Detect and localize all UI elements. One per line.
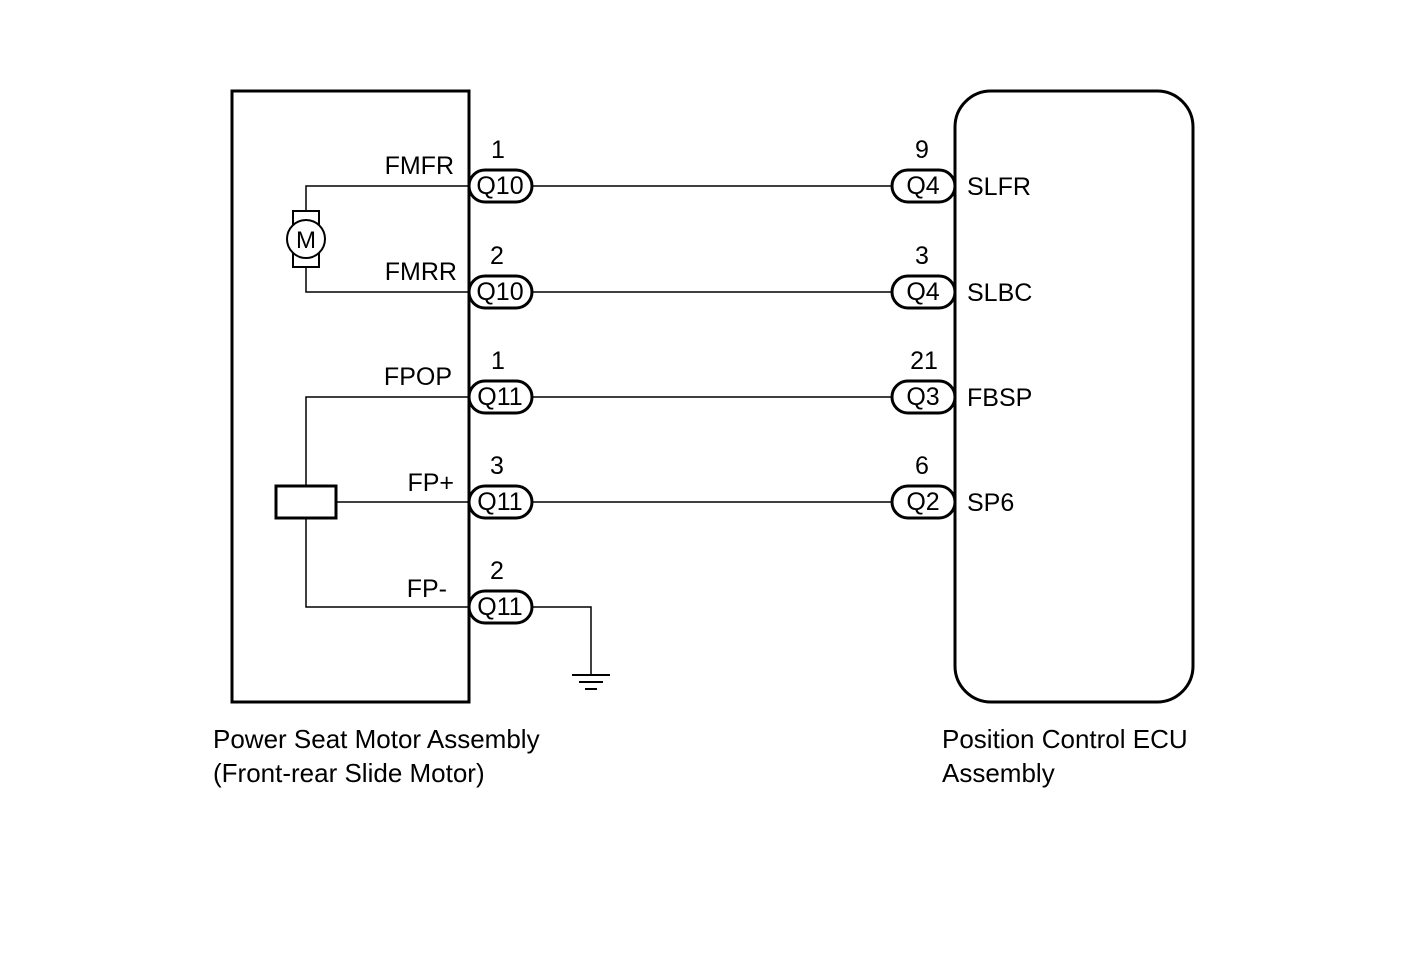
right-terminal-label: SLFR — [967, 173, 1031, 201]
left-connector-label: Q10 — [476, 278, 523, 306]
right-connector — [890, 168, 957, 204]
right-terminal-label: SP6 — [967, 489, 1014, 517]
right-connector — [890, 379, 957, 415]
left-connector-label: Q11 — [477, 593, 522, 621]
left-terminal-label: FMRR — [385, 258, 457, 286]
left-connector — [467, 379, 534, 415]
ground-icon — [532, 606, 610, 690]
left-connector — [467, 589, 534, 625]
position-sensor-icon — [274, 396, 469, 608]
left-pin-number: 2 — [490, 557, 504, 585]
left-connector — [467, 274, 534, 310]
right-component-caption-line2: Assembly — [942, 758, 1055, 788]
left-pin-number: 2 — [490, 242, 504, 270]
left-connector-label: Q10 — [476, 172, 523, 200]
right-connector — [890, 274, 957, 310]
left-connector-label: Q11 — [477, 383, 522, 411]
harness-wires — [532, 185, 892, 503]
wire-row-ground: FP- 2 Q11 — [407, 557, 534, 625]
right-terminal-label: FBSP — [967, 384, 1032, 412]
right-pin-number: 9 — [915, 136, 929, 164]
right-terminal-label: SLBC — [967, 279, 1032, 307]
left-terminal-label: FP+ — [407, 469, 454, 497]
motor-letter: M — [296, 227, 316, 254]
left-pin-number: 1 — [491, 136, 505, 164]
left-pin-number: 3 — [490, 452, 504, 480]
left-component-caption-line1: Power Seat Motor Assembly — [213, 724, 540, 754]
wire-row-4: FP+ 3 Q11 6 Q2 SP6 — [407, 452, 1014, 520]
right-connector-label: Q2 — [906, 488, 939, 516]
right-component-caption-line1: Position Control ECU — [942, 724, 1188, 754]
right-connector-label: Q4 — [906, 172, 939, 200]
right-pin-number: 21 — [910, 347, 938, 375]
right-connector-label: Q4 — [906, 278, 939, 306]
wire-row-1: FMFR 1 Q10 9 Q4 SLFR — [385, 136, 1031, 204]
left-terminal-label: FPOP — [384, 363, 452, 391]
left-pin-number: 1 — [491, 347, 505, 375]
left-connector-label: Q11 — [477, 488, 522, 516]
left-component-caption-line2: (Front-rear Slide Motor) — [213, 758, 485, 788]
right-pin-number: 6 — [915, 452, 929, 480]
wire-row-2: FMRR 2 Q10 3 Q4 SLBC — [385, 242, 1032, 310]
left-connector — [467, 168, 534, 204]
right-connector-label: Q3 — [906, 383, 939, 411]
left-terminal-label: FP- — [407, 575, 447, 603]
motor-icon: M — [286, 185, 469, 293]
right-pin-number: 3 — [915, 242, 929, 270]
right-connector — [890, 484, 957, 520]
wire-row-3: FPOP 1 Q11 21 Q3 FBSP — [384, 347, 1032, 415]
left-terminal-label: FMFR — [385, 152, 454, 180]
left-connector — [467, 484, 534, 520]
